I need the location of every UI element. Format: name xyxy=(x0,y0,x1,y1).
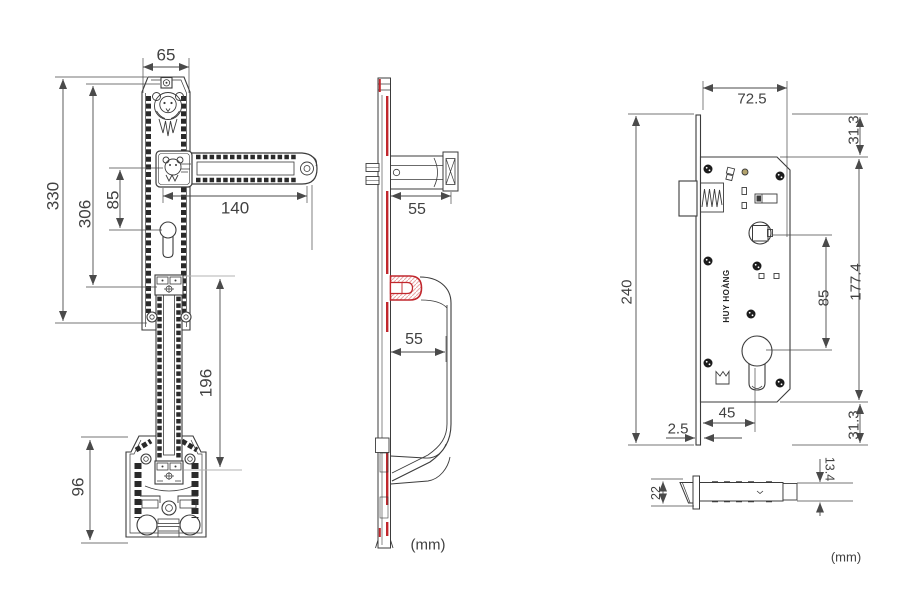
dim-label-bottom-offset: 31.3 xyxy=(845,410,863,440)
dim-label-top-offset: 31.3 xyxy=(845,115,863,145)
dim-label-top-width: 65 xyxy=(156,45,176,65)
brand-text: HUY HOÀNG xyxy=(722,269,731,323)
lock-body-dimensions xyxy=(628,81,868,446)
dim-label-faceplate-thickness: 2.5 xyxy=(667,420,689,438)
dim-label-base-height: 96 xyxy=(68,477,88,497)
front-view xyxy=(125,76,318,538)
dim-label-grip-depth: 55 xyxy=(405,331,423,348)
dim-label-plate-height: 306 xyxy=(75,199,95,229)
dim-label-backset: 45 xyxy=(718,404,736,422)
dim-label-hub-to-cylinder: 85 xyxy=(815,289,833,307)
units-note-lock: (mm) xyxy=(830,549,862,565)
dim-label-lever-depth: 55 xyxy=(408,201,426,218)
dim-label-latch-body-height: 13.4 xyxy=(822,456,837,482)
dim-label-case-height: 177.4 xyxy=(847,263,865,301)
dim-label-lever-length: 140 xyxy=(220,198,250,218)
dim-label-faceplate-height: 240 xyxy=(618,279,636,305)
dim-label-latch-head-height: 22 xyxy=(648,486,663,500)
front-view-dimensions xyxy=(55,58,313,544)
dim-label-case-width: 72.5 xyxy=(737,90,767,108)
dim-label-handle-to-keyhole: 85 xyxy=(103,190,123,210)
side-view-dimensions xyxy=(391,192,452,362)
latch-bolt-detail xyxy=(679,475,798,510)
lock-body-view xyxy=(678,114,791,446)
dim-label-overall-height: 330 xyxy=(43,181,63,211)
latch-detail-dimensions xyxy=(651,459,853,516)
side-view xyxy=(365,77,459,549)
units-note-side: (mm) xyxy=(410,536,446,554)
dim-label-pull-bar-length: 196 xyxy=(196,368,216,398)
